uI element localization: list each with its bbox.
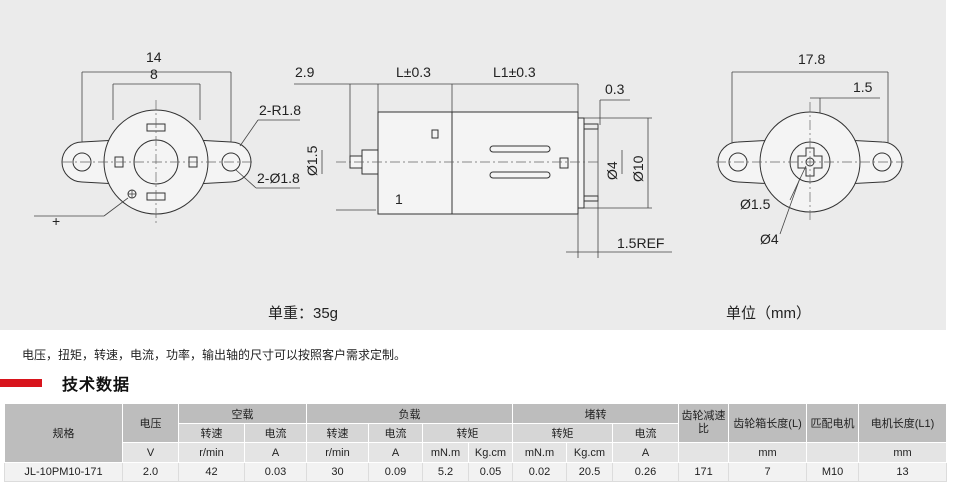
header-load: 负载	[306, 403, 513, 424]
dim-rear-boss: Ø4	[760, 231, 779, 247]
dim-body-diameter: Ø10	[630, 155, 646, 182]
cell-ld-kgcm: 0.05	[468, 462, 513, 482]
cell-model: JL-10PM10-171	[4, 462, 123, 482]
cell-gearbox-length: 7	[728, 462, 808, 482]
section-title: 技术数据	[62, 377, 131, 394]
spec-table: 规格 电压 空载 负载 堵转 齿轮减速比 齿轮箱长度(L) 匹配电机 电机长度(…	[4, 403, 948, 482]
unit-ld-kgcm: Kg.cm	[468, 442, 513, 463]
label-plus: +	[52, 213, 60, 229]
unit-label: 单位（mm）	[726, 305, 811, 322]
section-header: 技术数据	[0, 373, 131, 394]
header-nl-speed: 转速	[178, 423, 245, 443]
weight-label: 单重：35g	[268, 305, 339, 322]
unit-st-mnm: mN.m	[512, 442, 567, 463]
unit-ld-speed: r/min	[306, 442, 369, 463]
cell-motor: M10	[806, 462, 860, 482]
cell-st-kgcm: 20.5	[566, 462, 613, 482]
header-gearbox-length: 齿轮箱长度(L)	[728, 403, 808, 443]
header-st-torque: 转矩	[512, 423, 613, 443]
dim-gearbox-length: L±0.3	[396, 64, 431, 80]
dim-front-inner: 8	[150, 66, 158, 82]
dim-tab-thickness: 0.3	[605, 81, 625, 97]
header-voltage: 电压	[122, 403, 179, 443]
header-model: 规格	[4, 403, 123, 463]
cell-ld-speed: 30	[306, 462, 369, 482]
unit-gearbox-length: mm	[728, 442, 808, 463]
unit-motor-length: mm	[858, 442, 948, 463]
dim-motor-length: L1±0.3	[493, 64, 536, 80]
cell-nl-current: 0.03	[244, 462, 307, 482]
cell-gear-ratio: 171	[678, 462, 730, 482]
unit-nl-current: A	[244, 442, 307, 463]
unit-gear-ratio	[678, 442, 730, 463]
cell-ld-mnm: 5.2	[422, 462, 469, 482]
side-view: 2.9 L±0.3 L1±0.3 0.3 1.5REF	[294, 64, 672, 258]
dim-rear-width: 17.8	[798, 51, 825, 67]
cell-st-current: 0.26	[611, 462, 680, 482]
front-view: 14 8 2-R1.8	[34, 49, 301, 229]
unit-voltage: V	[122, 442, 179, 463]
label-holes: 2-Ø1.8	[257, 170, 300, 186]
table-unit-row: V r/min A r/min A mN.m Kg.cm mN.m Kg.cm …	[5, 442, 948, 463]
header-ld-torque: 转矩	[422, 423, 513, 443]
dim-shaft-diameter: Ø1.5	[304, 145, 320, 176]
header-matching-motor: 匹配电机	[806, 403, 860, 443]
unit-motor	[806, 442, 860, 463]
motor-drawing: 14 8 2-R1.8	[34, 49, 904, 258]
header-no-load: 空载	[178, 403, 307, 424]
dim-bushing: 1	[395, 191, 403, 207]
unit-st-kgcm: Kg.cm	[566, 442, 613, 463]
unit-ld-mnm: mN.m	[422, 442, 469, 463]
technical-drawing-panel: 14 8 2-R1.8	[0, 0, 946, 330]
dim-front-width: 14	[146, 49, 162, 65]
unit-nl-speed: r/min	[178, 442, 245, 463]
label-radius: 2-R1.8	[259, 102, 301, 118]
table-row: JL-10PM10-171 2.0 42 0.03 30 0.09 5.2 0.…	[4, 462, 948, 482]
dim-shaft-length: 2.9	[295, 64, 315, 80]
header-nl-current: 电流	[244, 423, 307, 443]
dim-rear-offset: 1.5	[853, 79, 873, 95]
cell-nl-speed: 42	[178, 462, 245, 482]
header-stall: 堵转	[511, 403, 680, 424]
cell-motor-length: 13	[858, 462, 948, 482]
unit-ld-current: A	[368, 442, 423, 463]
header-st-current: 电流	[611, 423, 680, 443]
red-bar-accent	[0, 379, 42, 387]
header-gear-ratio: 齿轮减速比	[678, 403, 730, 443]
header-ld-current: 电流	[368, 423, 423, 443]
rear-view: 17.8 1.5 Ø1.5 Ø4	[716, 51, 904, 247]
unit-st-current: A	[611, 442, 680, 463]
table-header-row-2: 转速 电流 转速 电流 转矩 转矩 电流	[5, 423, 947, 443]
header-motor-length: 电机长度(L1)	[858, 403, 948, 443]
dim-ref: 1.5REF	[617, 235, 664, 251]
dim-boss-diameter: Ø4	[604, 161, 620, 180]
cell-st-mnm: 0.02	[512, 462, 567, 482]
cell-voltage: 2.0	[122, 462, 179, 482]
header-ld-speed: 转速	[306, 423, 369, 443]
cell-ld-current: 0.09	[368, 462, 423, 482]
dim-rear-shaft: Ø1.5	[740, 196, 771, 212]
table-header-row-1: 规格 电压 空载 负载 堵转 齿轮减速比 齿轮箱长度(L) 匹配电机 电机长度(…	[4, 403, 948, 463]
customization-note: 电压，扭矩，转速，电流，功率，输出轴的尺寸可以按照客户需求定制。	[22, 348, 407, 362]
